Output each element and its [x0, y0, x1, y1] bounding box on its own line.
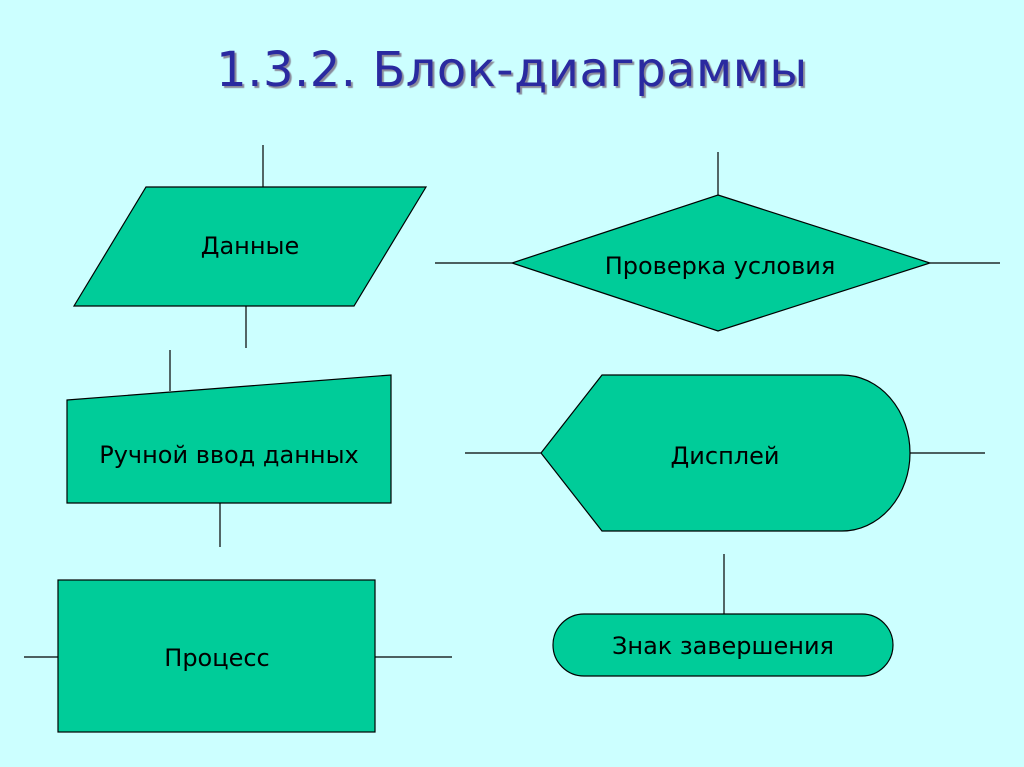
terminator-shape [552, 613, 894, 677]
display-shape [540, 374, 911, 532]
terminator-label: Знак завершения [612, 632, 834, 660]
slide-title: 1.3.2. Блок-диаграммы [216, 42, 808, 98]
manual-input-label: Ручной ввод данных [99, 441, 359, 469]
data-parallelogram [72, 186, 428, 307]
decision-label: Проверка условия [605, 252, 836, 280]
terminator-block: Знак завершения [552, 554, 894, 677]
decision-block: Проверка условия [435, 152, 1000, 332]
manual-input-shape [66, 374, 392, 504]
process-rectangle [57, 579, 376, 733]
manual-input-block: Ручной ввод данных [66, 350, 392, 547]
display-block: Дисплей [465, 374, 985, 532]
decision-diamond [510, 194, 932, 332]
display-label: Дисплей [671, 442, 780, 470]
data-block: Данные [72, 145, 428, 348]
data-label: Данные [201, 232, 300, 260]
process-block: Процесс [24, 579, 452, 733]
process-label: Процесс [164, 644, 269, 672]
